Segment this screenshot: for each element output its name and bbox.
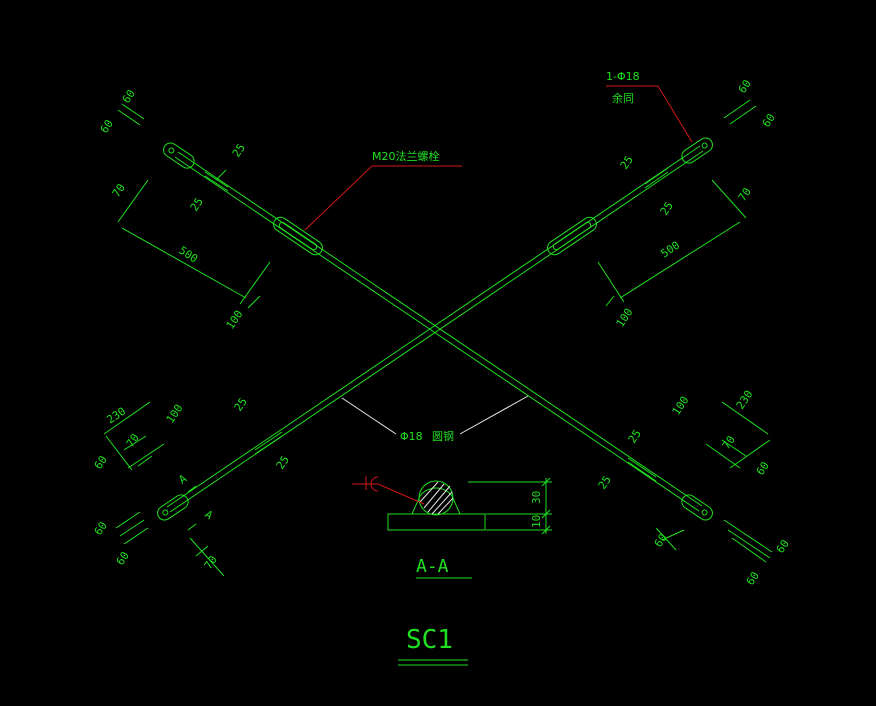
dims-top-left [117,103,271,309]
section-mark-a-lower: A [202,508,215,523]
dim-br-70: 70 [720,433,738,451]
dim-tr-70: 70 [736,185,754,203]
dim-br-60d: 60 [652,531,670,549]
section-mark-a-upper: A [176,472,189,487]
dim-tr-60b: 60 [760,111,778,129]
rod-top-left-to-bottom-right [174,151,703,512]
dim-tl-500: 500 [176,244,200,266]
dim-br-100: 100 [670,394,692,418]
dim-br-25b: 25 [596,473,614,491]
round-bar-label: Φ18 [400,430,423,443]
turnbuckle-left [273,216,323,256]
lug-bottom-right [681,494,713,521]
rod-spec-note: 余同 [612,91,634,105]
drawing-title: SC1 [406,625,453,655]
dim-br-25a: 25 [626,427,644,445]
turnbuckle-right [547,216,597,256]
weld-marks [204,167,669,482]
dim-bl-25b: 25 [274,453,292,471]
dim-br-60c: 60 [744,569,762,587]
dim-tr-500: 500 [658,239,682,261]
dim-br-60b: 60 [774,537,792,555]
lug-bottom-left [157,494,189,521]
dim-tl-25b: 25 [188,195,206,213]
dim-bl-100: 100 [164,402,186,426]
round-bar-suffix: 圆钢 [432,430,454,443]
dim-bl-70b: 70 [202,553,220,571]
weld-symbol [365,476,379,492]
weld-leader [377,483,425,505]
dim-sec-30: 30 [530,491,543,504]
dim-tr-25b: 25 [658,199,676,217]
lug-top-left [163,142,195,169]
dim-tl-100: 100 [224,308,246,332]
section-cut-marks [187,485,197,531]
rod-leaders [341,395,529,435]
dim-tl-60b: 60 [98,117,116,135]
dims-top-right [597,99,757,307]
turnbuckle-leader [304,165,373,231]
lug-top-right [681,137,713,164]
dim-bl-60a: 60 [92,453,110,471]
dim-tr-60a: 60 [736,77,754,95]
dim-tl-25a: 25 [230,141,248,159]
dim-bl-25a: 25 [232,395,250,413]
dim-br-230: 230 [734,388,756,412]
dims-bottom-left [103,401,225,577]
dim-bl-60b: 60 [92,519,110,537]
dim-tr-100: 100 [614,306,636,330]
dim-sec-10: 10 [530,515,543,528]
dim-bl-230: 230 [104,405,128,427]
dims-bottom-right [655,401,773,563]
section-title: A-A [416,556,449,577]
dim-br-60a: 60 [754,459,772,477]
rod-spec-label: 1-Φ18 [606,70,640,83]
dim-tl-60a: 60 [120,87,138,105]
dim-bl-60c: 60 [114,549,132,567]
section-view-a-a [387,477,552,579]
dim-tr-25a: 25 [618,153,636,171]
turnbuckle-label: M20法兰螺栓 [372,149,440,163]
title-underline [398,659,468,666]
dim-tl-70: 70 [110,181,128,199]
rod-spec-leader [657,85,693,143]
dim-bl-70a: 70 [124,431,142,449]
